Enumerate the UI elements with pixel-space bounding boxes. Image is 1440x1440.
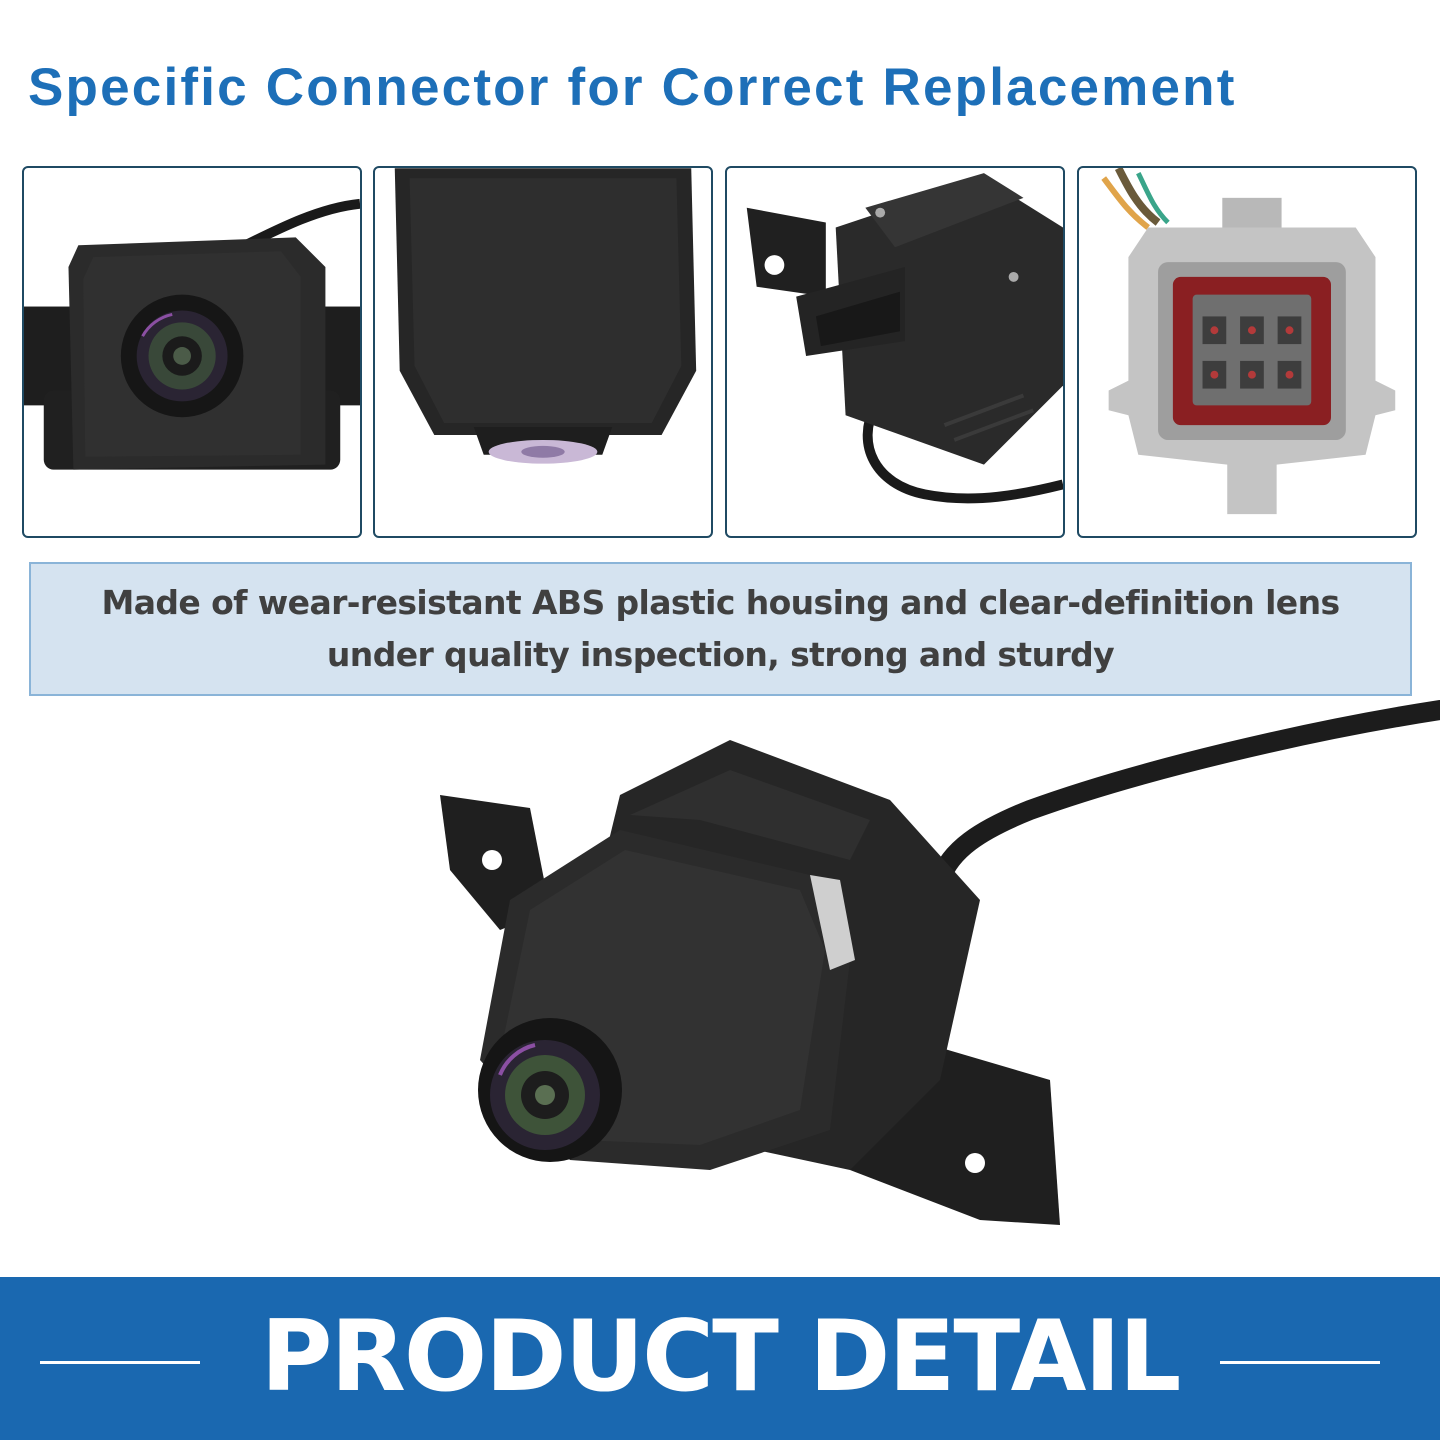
description-line-1: Made of wear-resistant ABS plastic housi… bbox=[101, 583, 1340, 622]
camera-lens-front-photo bbox=[24, 198, 360, 470]
page-title: Specific Connector for Correct Replaceme… bbox=[28, 58, 1237, 117]
hero-product-image bbox=[380, 700, 1440, 1275]
banner-divider-right bbox=[1220, 1361, 1380, 1364]
camera-bracket-side-photo bbox=[746, 173, 1063, 504]
detail-photo-lens-front bbox=[22, 166, 362, 538]
description-box: Made of wear-resistant ABS plastic housi… bbox=[29, 562, 1412, 696]
camera-housing-bottom-photo bbox=[394, 168, 697, 464]
banner-title: PRODUCT DETAIL bbox=[260, 1300, 1182, 1414]
connector-plug-photo bbox=[1101, 168, 1396, 515]
detail-photo-connector-plug bbox=[1077, 166, 1417, 538]
banner-divider-left bbox=[40, 1361, 200, 1364]
backup-camera-photo bbox=[440, 700, 1440, 1225]
detail-photo-housing-bottom bbox=[373, 166, 713, 538]
description-line-2: under quality inspection, strong and stu… bbox=[326, 635, 1115, 674]
product-detail-banner bbox=[0, 1277, 1440, 1440]
detail-photo-bracket-side bbox=[725, 166, 1065, 538]
